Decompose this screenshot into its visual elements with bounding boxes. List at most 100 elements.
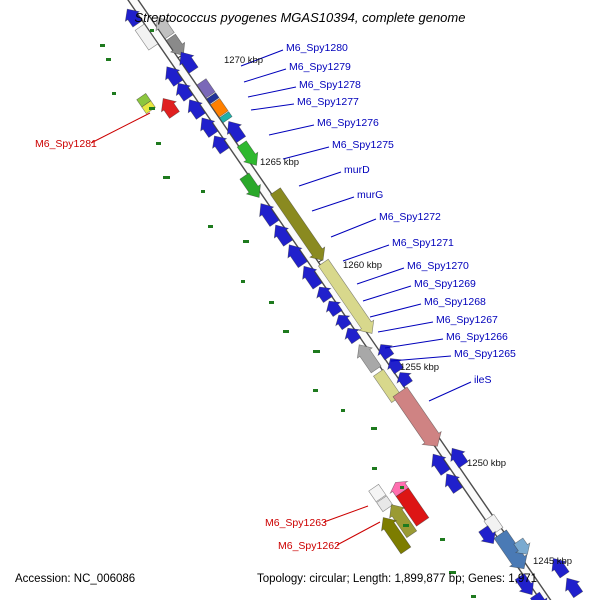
gene-feature (302, 265, 323, 290)
gene-feature (165, 66, 184, 87)
minor-feature-tick (150, 29, 154, 32)
scale-label: 1270 kbp (224, 55, 263, 66)
label-leader-line (390, 355, 452, 362)
minor-feature-tick (156, 142, 161, 145)
gene-feature (134, 23, 159, 51)
gene-label: murD (344, 164, 370, 176)
minor-feature-tick (400, 486, 404, 489)
label-leader-line (268, 124, 315, 136)
minor-feature-tick (106, 58, 111, 61)
label-leader-line (384, 338, 444, 349)
gene-label: M6_Spy1267 (436, 314, 498, 326)
minor-feature-tick (471, 595, 476, 598)
gene-label: M6_Spy1281 (35, 138, 97, 150)
gene-feature (200, 117, 219, 138)
gene-label: M6_Spy1269 (414, 278, 476, 290)
label-leader-line (90, 112, 151, 144)
gene-feature (392, 386, 442, 447)
gene-feature (395, 487, 430, 527)
gene-label: M6_Spy1262 (278, 540, 340, 552)
gene-feature (381, 517, 412, 555)
gene-feature (196, 78, 216, 99)
gene-feature (124, 8, 143, 28)
minor-feature-tick (440, 538, 445, 541)
gene-feature (431, 453, 451, 476)
minor-feature-tick (313, 350, 320, 353)
gene-feature (259, 203, 280, 227)
gene-label: M6_Spy1266 (446, 331, 508, 343)
label-leader-line (247, 86, 297, 98)
scale-label: 1265 kbp (260, 157, 299, 168)
label-leader-line (298, 171, 342, 187)
minor-feature-tick (112, 92, 116, 95)
gene-feature (179, 51, 199, 74)
label-leader-line (240, 49, 284, 67)
gene-feature (141, 100, 156, 115)
gene-feature (317, 258, 375, 334)
gene-feature (270, 187, 326, 261)
label-leader-line (330, 218, 377, 238)
gene-feature (565, 577, 584, 599)
gene-feature (514, 573, 534, 596)
gene-feature (273, 224, 294, 247)
gene-label: M6_Spy1263 (265, 517, 327, 529)
scale-label: 1255 kbp (400, 362, 439, 373)
gene-label: M6_Spy1272 (379, 211, 441, 223)
label-leader-line (342, 244, 390, 262)
minor-feature-tick (313, 389, 318, 392)
label-leader-line (323, 505, 369, 523)
gene-feature (450, 447, 469, 469)
gene-label: ileS (474, 374, 492, 386)
gene-feature (161, 98, 180, 119)
minor-feature-tick (403, 524, 409, 527)
scale-label: 1245 kbp (533, 556, 572, 567)
scale-label: 1260 kbp (343, 260, 382, 271)
label-leader-line (377, 321, 434, 333)
gene-feature (389, 504, 418, 539)
scale-label: 1250 kbp (467, 458, 506, 469)
accession-text: Accession: NC_006086 (15, 573, 136, 585)
gene-feature (239, 172, 261, 198)
gene-feature (357, 344, 382, 374)
gene-label: M6_Spy1271 (392, 237, 454, 249)
gene-feature (165, 33, 186, 56)
gene-feature (344, 327, 362, 345)
label-leader-line (336, 521, 381, 546)
gene-feature (325, 300, 343, 317)
minor-feature-tick (269, 301, 274, 304)
gene-feature (478, 525, 496, 545)
gene-label: M6_Spy1279 (289, 61, 351, 73)
gene-feature (316, 286, 333, 303)
label-leader-line (282, 146, 330, 160)
gene-feature (513, 537, 531, 555)
gene-feature (210, 98, 229, 118)
label-leader-line (369, 303, 422, 318)
label-leader-line (243, 68, 287, 83)
gene-label: M6_Spy1276 (317, 117, 379, 129)
gene-label: M6_Spy1265 (454, 348, 516, 360)
gene-feature (175, 82, 194, 102)
minor-feature-tick (100, 44, 105, 47)
minor-feature-tick (372, 467, 377, 470)
minor-feature-tick (243, 240, 249, 243)
gene-feature (206, 92, 220, 105)
minor-feature-tick (341, 409, 345, 412)
label-leader-line (428, 381, 472, 402)
gene-label: M6_Spy1280 (286, 42, 348, 54)
gene-feature (219, 111, 233, 124)
gene-feature (396, 372, 413, 388)
minor-feature-tick (449, 571, 456, 574)
minor-feature-tick (201, 190, 205, 193)
gene-feature (335, 314, 352, 331)
minor-feature-tick (283, 330, 289, 333)
gene-label: M6_Spy1268 (424, 296, 486, 308)
minor-feature-tick (163, 176, 170, 179)
gene-feature (444, 473, 463, 494)
genome-track (90, 0, 600, 600)
gene-feature (226, 120, 247, 144)
gene-feature (155, 17, 175, 40)
gene-label: M6_Spy1277 (297, 96, 359, 108)
gene-label: M6_Spy1278 (299, 79, 361, 91)
